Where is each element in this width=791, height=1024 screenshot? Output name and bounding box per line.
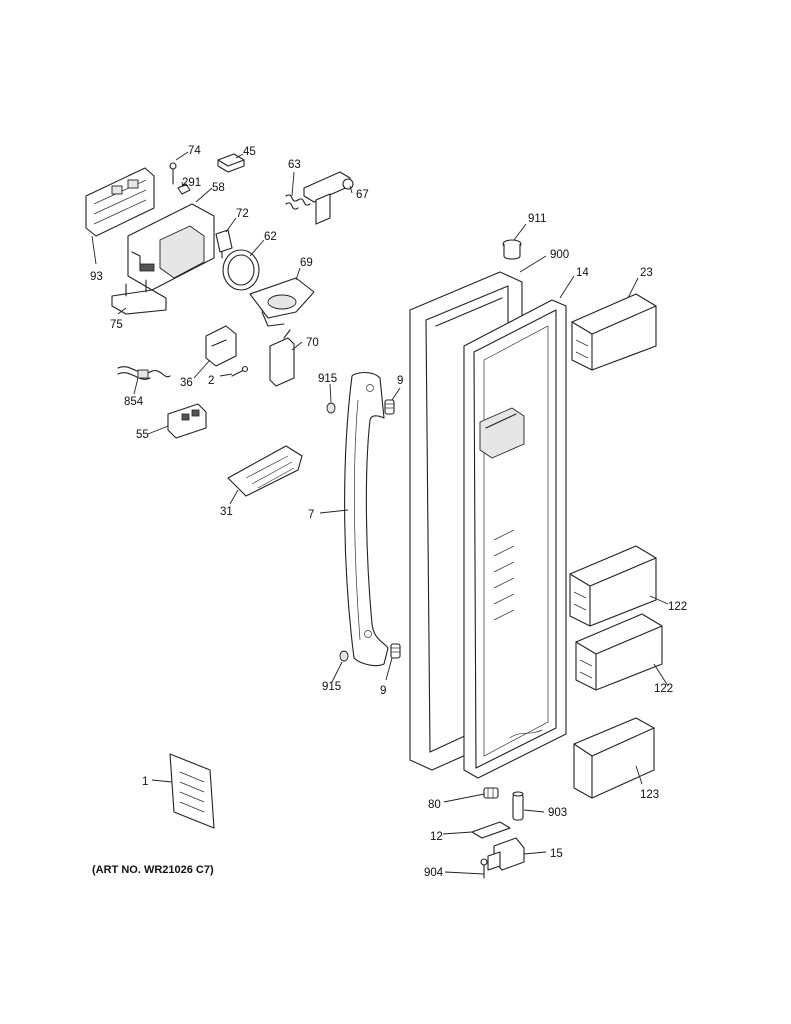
callout-72: 72 [236,208,249,220]
art-number: (ART NO. WR21026 C7) [92,864,214,876]
part-23-door-bin[interactable] [571,293,657,371]
part-915-plug-top[interactable] [326,402,336,414]
callout-903: 903 [548,807,567,819]
part-80-fitting[interactable] [483,787,499,799]
callout-55: 55 [136,429,149,441]
callout-122-upper: 122 [668,601,687,613]
callout-854: 854 [124,396,144,408]
callout-labels: 74 45 291 58 63 67 72 62 93 69 75 70 36 … [90,145,687,879]
part-67-hinge-arm[interactable] [303,171,354,225]
callout-12: 12 [430,831,443,843]
callout-36: 36 [180,377,193,389]
callout-291: 291 [182,177,201,189]
callout-45: 45 [243,146,256,158]
callout-911: 911 [528,213,546,225]
callout-14: 14 [576,267,589,279]
part-45-bracket[interactable] [217,153,245,173]
part-122-door-bin-upper[interactable] [569,545,657,627]
part-55-switch-plate[interactable] [167,403,207,439]
callout-1: 1 [142,776,148,788]
callout-80: 80 [428,799,441,811]
part-14-door-gasket[interactable] [463,299,567,779]
part-70-module[interactable] [269,329,295,387]
part-36-actuator[interactable] [205,325,237,367]
part-9-bolt-top[interactable] [384,399,395,415]
part-58-dispenser-housing[interactable] [127,203,215,291]
callout-15: 15 [550,848,563,860]
leader-lines [91,151,669,875]
part-854-wire-harness[interactable] [117,366,171,380]
callout-915-top: 915 [318,373,337,385]
callout-31: 31 [220,506,233,518]
door-inner-details [479,407,543,739]
callout-9-top: 9 [397,375,403,387]
callout-75: 75 [110,319,123,331]
part-915-plug-bottom[interactable] [339,650,349,662]
callout-58: 58 [212,182,225,194]
part-911-cap[interactable] [502,239,522,260]
callout-904: 904 [424,867,444,879]
part-31-drip-tray[interactable] [227,445,303,497]
part-904-screw[interactable] [480,858,488,879]
callout-62: 62 [264,231,277,243]
part-2-screw[interactable] [231,365,249,377]
callout-2: 2 [208,375,214,387]
callout-93: 93 [90,271,103,283]
callout-23: 23 [640,267,653,279]
callout-7: 7 [308,509,314,521]
part-62-ring[interactable] [222,249,260,291]
part-7-door-handle[interactable] [344,371,389,667]
callout-915-bottom: 915 [322,681,341,693]
callout-70: 70 [306,337,319,349]
part-12-shim[interactable] [471,821,511,839]
part-63-spring[interactable] [285,194,311,210]
part-74-screw[interactable] [169,162,177,185]
callout-69: 69 [300,257,313,269]
part-903-hinge-pin[interactable] [512,791,524,821]
callout-900: 900 [550,249,569,261]
callout-67: 67 [356,189,369,201]
callout-9-bottom: 9 [380,685,386,697]
part-9-bolt-bottom[interactable] [390,643,401,659]
part-291-clip[interactable] [177,183,191,195]
callout-74: 74 [188,145,201,157]
part-69-chute[interactable] [249,277,315,327]
callout-63: 63 [288,159,301,171]
part-122-door-bin-lower[interactable] [575,613,663,691]
part-15-hinge-bracket[interactable] [487,837,525,871]
callout-123: 123 [640,789,659,801]
part-1-literature[interactable] [169,753,215,829]
part-123-door-bin-bottom[interactable] [573,717,655,799]
part-93-control-panel[interactable] [85,167,155,237]
callout-122-lower: 122 [654,683,673,695]
part-72-switch[interactable] [215,229,233,259]
